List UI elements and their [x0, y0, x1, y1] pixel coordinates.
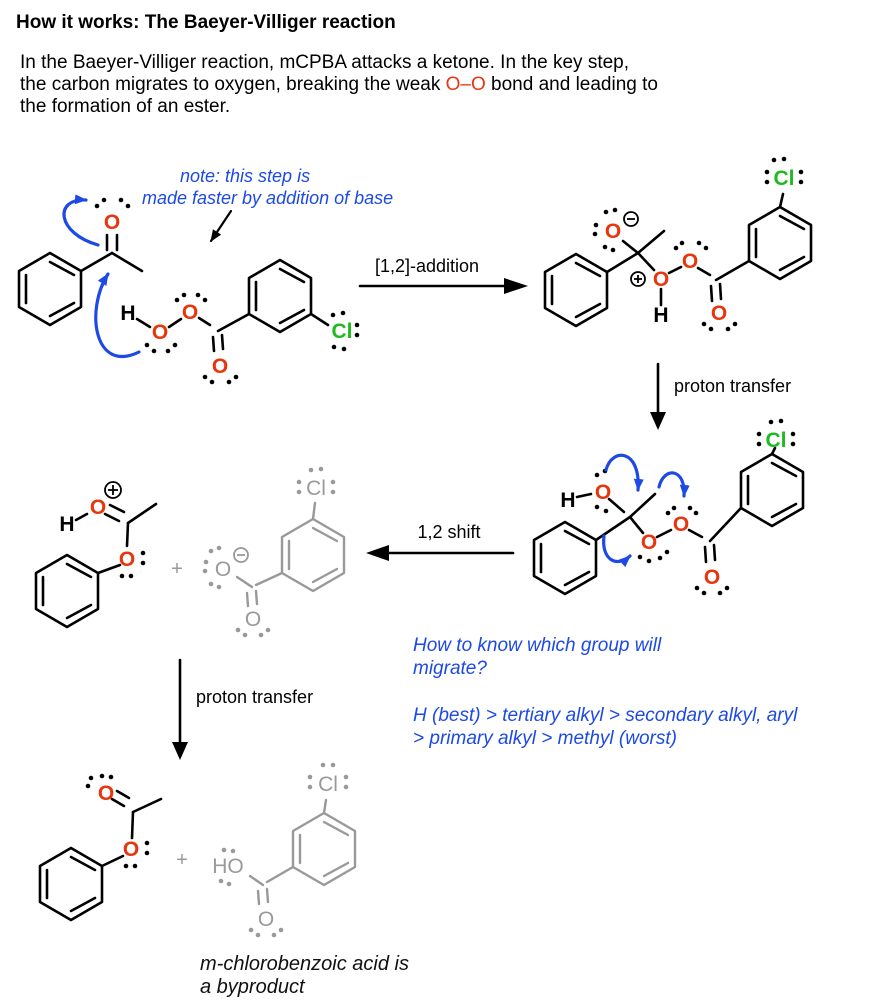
order-line2: > primary alkyl > methyl (worst) [413, 728, 677, 749]
oxocarbenium-oxygen-label: O [90, 496, 106, 519]
hydroxyl-hydrogen-label: H [560, 489, 575, 512]
carbonyl-oxygen-label: O [245, 608, 261, 631]
chlorine-label: Cl [774, 167, 795, 190]
lone-pair-dots [202, 466, 336, 638]
peracid-hydrogen-label: H [120, 302, 135, 325]
alkoxide-oxygen-label: O [605, 220, 621, 243]
carboxylate-oxygen-label: O [215, 558, 231, 581]
lone-pair-dots [592, 156, 804, 332]
carbonyl-oxygen-label: O [704, 566, 720, 589]
curved-arrow-pi-to-oxygen [62, 194, 100, 247]
byproduct-line1: m-chlorobenzoic acid is [200, 953, 409, 975]
plus-charge [630, 271, 646, 287]
phenyl-acetate-structure: O O [38, 773, 163, 922]
intro-line2-pre: the carbon migrates to oxygen, breaking … [20, 74, 446, 95]
chlorine-label: Cl [766, 429, 787, 452]
proton-transfer-left-label: proton transfer [196, 687, 313, 707]
carbonyl-oxygen-label: O [258, 908, 274, 931]
byproduct-line2: a byproduct [200, 976, 305, 998]
intro-paragraph: In the Baeyer-Villiger reaction, mCPBA a… [20, 52, 658, 118]
chlorine-label: Cl [332, 320, 353, 343]
peroxide-oxygen1-label: O [641, 531, 657, 554]
curved-arrow-oh-lone-pair [604, 453, 644, 492]
intro-line2: the carbon migrates to oxygen, breaking … [20, 74, 658, 96]
acetophenone-structure: O [17, 194, 144, 359]
peroxide-oxygen2-label: O [182, 301, 198, 324]
shift-arrow: 1,2 shift [366, 522, 515, 561]
chlorine-label: Cl [306, 477, 326, 500]
note-line2: made faster by addition of base [142, 188, 394, 208]
hydroxyl-label: HO [212, 855, 244, 878]
peroxide-oxygen-label: O [682, 250, 698, 273]
peroxide-oxygen2-label: O [673, 513, 689, 536]
shift-label: 1,2 shift [417, 522, 480, 542]
bonds [38, 789, 163, 922]
criegee-intermediate-structure: O O H O O Cl [543, 156, 813, 332]
chlorine-label: Cl [318, 773, 338, 796]
oo-bond-highlight: O–O [445, 74, 486, 95]
migration-order: H (best) > tertiary alkyl > secondary al… [413, 704, 797, 750]
proton-transfer-right-label: proton transfer [674, 376, 791, 396]
migrate-line1: How to know which group will [413, 635, 662, 656]
peroxide-oxygen1-label: O [152, 321, 168, 344]
note-line1: note: this step is [180, 166, 311, 186]
lone-pair-dots [85, 773, 150, 869]
migrate-line2: migrate? [413, 658, 487, 679]
addition-arrow: [1,2]-addition [358, 256, 528, 294]
proton-transfer-left-arrow: proton transfer [172, 658, 313, 760]
lone-pair-dots [94, 197, 131, 209]
hydrogen-label: H [653, 304, 668, 327]
carbonyl-oxygen-label: O [98, 782, 114, 805]
intro-line3: the formation of an ester. [20, 96, 231, 117]
ester-oxygen-label: O [123, 838, 139, 861]
page-title: How it works: The Baeyer-Villiger reacti… [16, 12, 396, 33]
order-line1: H (best) > tertiary alkyl > secondary al… [413, 705, 798, 726]
carbonyl-oxygen-label: O [711, 302, 727, 325]
minus-charge [233, 547, 249, 563]
curved-arrow-phenyl-migration [602, 534, 632, 568]
bonds [543, 192, 813, 328]
plus-sign-bottom: + [176, 849, 188, 871]
mcpba-structure: H O O O Cl [120, 258, 360, 385]
protonated-ester-structure: H O O [34, 481, 158, 629]
bonds [34, 502, 158, 629]
bonds [17, 233, 144, 327]
curved-arrow-oo-cleavage [657, 471, 690, 498]
bonds [248, 798, 357, 906]
hydroxyl-oxygen-label: O [595, 481, 611, 504]
lone-pair-dots [594, 418, 796, 596]
chlorobenzoate-structure: Cl O O [202, 466, 346, 638]
plus-sign-middle: + [171, 558, 183, 580]
lone-pair-dots [218, 762, 349, 938]
minus-charge [623, 211, 639, 227]
lone-pair-dots [119, 550, 146, 579]
plus-charge [104, 481, 122, 499]
protonated-oxygen-label: O [653, 268, 669, 291]
bonds [235, 501, 346, 608]
curved-arrow-peroxide-to-carbonyl [94, 272, 141, 359]
byproduct-caption: m-chlorobenzoic acid is a byproduct [200, 953, 409, 999]
ketone-oxygen-label: O [104, 211, 120, 234]
carbonyl-oxygen-label: O [212, 355, 228, 378]
bonds [135, 258, 330, 353]
ester-oxygen-label: O [119, 548, 135, 571]
addition-label: [1,2]-addition [375, 256, 479, 276]
note-pointer-arrow [209, 209, 233, 243]
chlorobenzoic-acid-structure: Cl HO O [212, 762, 357, 938]
migrate-question: How to know which group will migrate? [413, 634, 661, 680]
bonds [532, 446, 805, 596]
intro-line1: In the Baeyer-Villiger reaction, mCPBA a… [20, 52, 630, 73]
intro-line2-post: bond and leading to [485, 74, 658, 95]
proton-transfer-right-arrow: proton transfer [650, 362, 791, 430]
hydrogen-label: H [59, 513, 74, 536]
lone-pair-dots [144, 292, 360, 385]
migration-step-structure: H O O O O Cl [532, 418, 805, 596]
